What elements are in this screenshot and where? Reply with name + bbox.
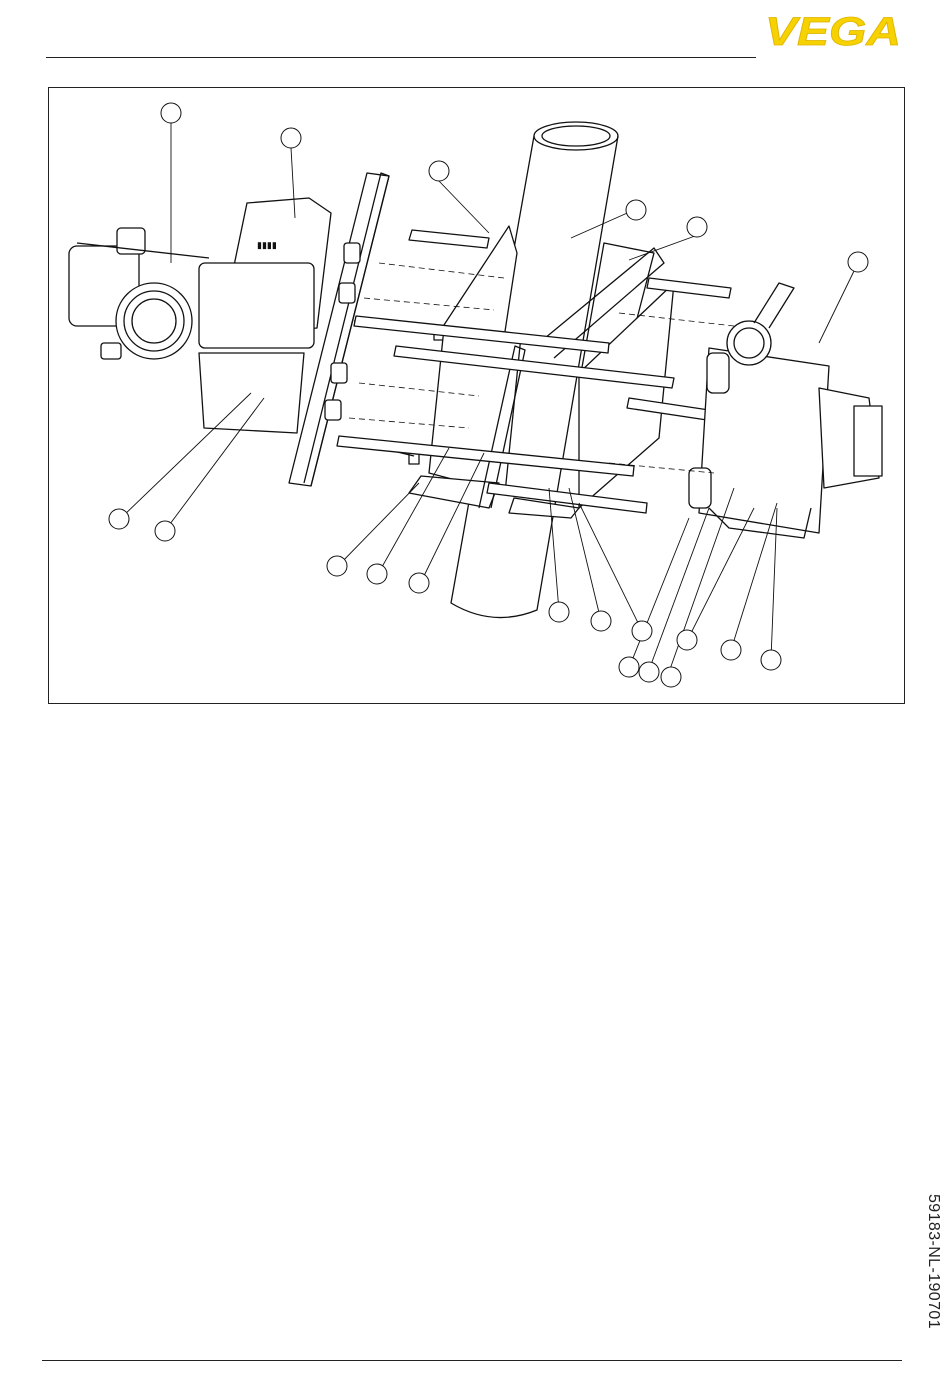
left-sensor-housing: ▮▮▮▮ <box>69 198 331 433</box>
vega-logo: VEGA <box>763 12 903 50</box>
svg-text:▮▮▮▮: ▮▮▮▮ <box>257 240 277 250</box>
vega-logo-text: VEGA <box>765 12 901 50</box>
document-code: 59183-NL-190701 <box>918 1194 942 1364</box>
right-radar-sensor <box>689 283 882 538</box>
assembly-figure: ▮▮▮▮ <box>48 87 905 704</box>
exploded-assembly-drawing: ▮▮▮▮ <box>49 88 906 705</box>
threaded-rods <box>337 230 731 513</box>
header-divider <box>46 57 756 58</box>
footer-divider <box>42 1360 902 1361</box>
